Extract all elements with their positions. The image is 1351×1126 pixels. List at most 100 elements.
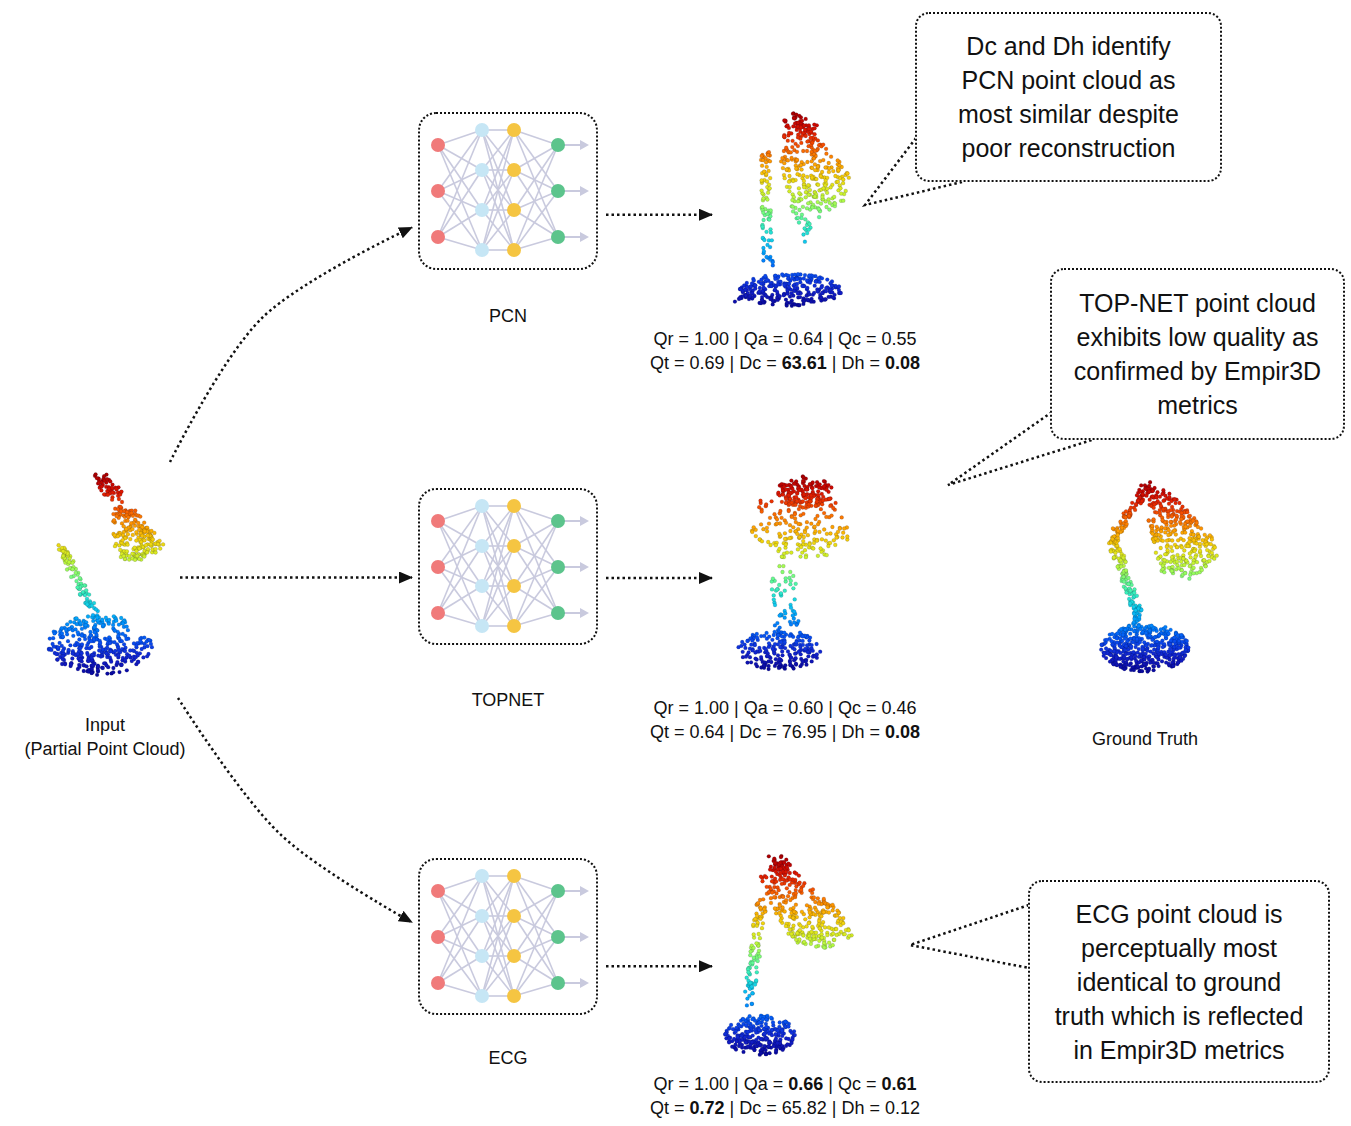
output-arrowhead <box>580 562 589 572</box>
point <box>95 673 99 677</box>
point <box>808 542 812 546</box>
point <box>790 204 794 208</box>
point <box>813 284 817 288</box>
point <box>106 493 110 497</box>
point <box>841 178 845 182</box>
point <box>838 527 842 531</box>
point <box>56 646 60 650</box>
point <box>805 206 809 210</box>
point <box>763 274 767 278</box>
network-icon <box>431 869 589 1003</box>
point <box>762 259 766 263</box>
point <box>69 662 73 666</box>
point <box>125 549 129 553</box>
point <box>815 539 819 543</box>
point <box>814 517 818 521</box>
point <box>763 238 767 242</box>
neuron <box>431 184 445 198</box>
point <box>745 281 749 285</box>
point <box>757 290 761 294</box>
point <box>818 280 822 284</box>
point <box>108 480 112 484</box>
point <box>806 533 810 537</box>
point <box>797 619 801 623</box>
point <box>783 531 787 535</box>
point <box>137 547 141 551</box>
point <box>811 486 815 490</box>
network-link <box>482 506 514 626</box>
point <box>764 160 768 164</box>
point <box>784 146 788 150</box>
point <box>151 538 155 542</box>
point <box>765 230 769 234</box>
point <box>761 225 765 229</box>
point <box>789 150 793 154</box>
point <box>71 561 75 565</box>
point <box>74 571 78 575</box>
point <box>58 641 62 645</box>
point <box>784 497 788 501</box>
point <box>61 649 65 653</box>
point <box>770 588 774 592</box>
point <box>764 294 768 298</box>
point <box>74 628 78 632</box>
network-link <box>438 546 482 613</box>
point <box>85 664 89 668</box>
point <box>805 488 809 492</box>
point <box>142 554 146 558</box>
point <box>94 608 98 612</box>
point <box>831 525 835 529</box>
point <box>802 185 806 189</box>
point <box>781 156 785 160</box>
point <box>120 663 124 667</box>
point <box>785 168 789 172</box>
point <box>780 273 784 277</box>
point <box>799 141 803 145</box>
point <box>817 215 821 219</box>
point <box>814 504 818 508</box>
point <box>769 209 773 213</box>
point <box>146 534 150 538</box>
point <box>796 548 800 552</box>
point <box>100 485 104 489</box>
point <box>836 159 840 163</box>
point <box>795 150 799 154</box>
point <box>80 651 84 655</box>
point <box>809 136 813 140</box>
point <box>121 542 125 546</box>
neuron <box>507 499 521 513</box>
point <box>105 638 109 642</box>
point <box>800 168 804 172</box>
point <box>798 295 802 299</box>
point <box>783 646 787 650</box>
point <box>816 522 820 526</box>
point <box>775 517 779 521</box>
point <box>91 613 95 617</box>
point <box>798 536 802 540</box>
point <box>68 627 72 631</box>
point <box>769 231 773 235</box>
point <box>777 583 781 587</box>
point <box>766 198 770 202</box>
point <box>795 158 799 162</box>
point <box>798 488 802 492</box>
neuron <box>551 184 565 198</box>
point <box>122 554 126 558</box>
point <box>802 493 806 497</box>
point <box>802 493 806 497</box>
point <box>131 527 135 531</box>
network-link <box>482 876 514 996</box>
output-arrowhead <box>580 140 589 150</box>
neuron <box>551 884 565 898</box>
point <box>69 575 73 579</box>
point <box>774 543 778 547</box>
point <box>768 186 772 190</box>
point <box>127 654 131 658</box>
point <box>760 278 764 282</box>
point <box>760 179 764 183</box>
point <box>126 628 130 632</box>
network-link <box>514 937 558 996</box>
point <box>772 594 776 598</box>
point <box>752 525 756 529</box>
point <box>50 648 54 652</box>
